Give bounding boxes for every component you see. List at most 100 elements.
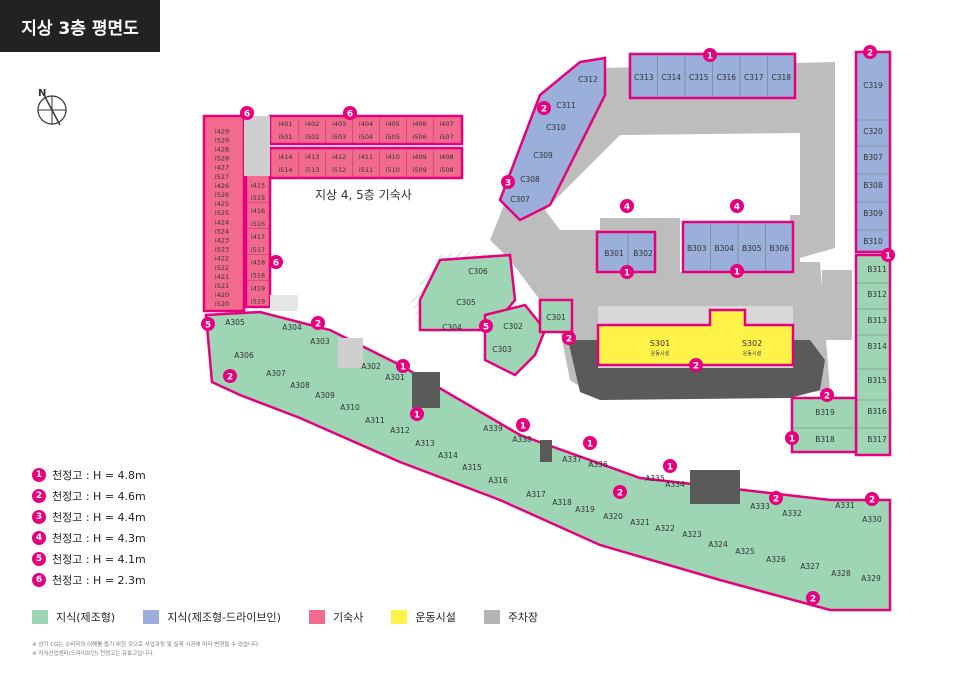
sports-unit-label: S302	[742, 339, 762, 348]
dorm-unit-label: i401	[278, 120, 292, 128]
unit-label: A316	[488, 476, 508, 485]
unit-label: A306	[234, 351, 254, 360]
unit-label: B315	[867, 376, 887, 385]
dorm-unit-label: i527	[215, 173, 229, 181]
unit-label: A305	[225, 318, 245, 327]
ceiling-badge-number: 2	[227, 372, 233, 382]
ceiling-badge-icon	[396, 359, 410, 373]
unit-label: A331	[835, 501, 855, 510]
ceiling-badge-number: 1	[667, 462, 673, 472]
legend-item: 주차장	[483, 609, 539, 625]
unit-label: C307	[510, 195, 530, 204]
unit-label: B312	[867, 290, 887, 299]
legend-label: 주차장	[507, 611, 539, 624]
ceiling-badge-number: 2	[824, 391, 830, 401]
dorm-unit-label: i524	[215, 227, 229, 235]
legend-label: 지식(제조형)	[56, 611, 116, 624]
ceiling-badge-number: 6	[244, 109, 250, 119]
unit-label: A321	[630, 518, 650, 527]
ceiling-height-text: 천정고 : H = 4.3m	[52, 531, 146, 545]
ceiling-badge-icon	[240, 106, 254, 120]
ceiling-badge-number: 2	[617, 488, 623, 498]
unit-label: A329	[861, 574, 881, 583]
unit-label: A301	[385, 373, 405, 382]
dorm-unit-label: i427	[215, 164, 229, 172]
dorm-unit-label: i506	[413, 133, 427, 141]
dorm-unit-label: i417	[251, 233, 265, 241]
unit-label: C320	[863, 127, 883, 136]
ceiling-badge-number: 5	[483, 322, 489, 332]
dorm-unit-label: i403	[332, 120, 346, 128]
legend-item: 기숙사	[308, 609, 363, 625]
ceiling-badge-icon: 2	[32, 488, 46, 503]
legend-swatch	[32, 610, 48, 624]
unit-label: C310	[546, 123, 566, 132]
dorm-unit-label: i518	[251, 272, 265, 280]
unit-label: B311	[867, 265, 887, 274]
ceiling-badge-icon	[663, 459, 677, 473]
ceiling-badge-icon	[730, 264, 744, 278]
legend-swatch	[143, 610, 160, 624]
ceiling-badge-icon	[516, 418, 530, 432]
ceiling-height-text: 천정고 : H = 4.4m	[52, 510, 146, 524]
unit-label: A338	[512, 435, 532, 444]
ceiling-badge-number: 1	[414, 410, 420, 420]
ceiling-badge-number: 1	[624, 268, 630, 278]
dorm-unit-label: i505	[386, 133, 400, 141]
dorm-unit-label: i517	[251, 246, 265, 254]
ceiling-height-text: 천정고 : H = 4.8m	[52, 468, 146, 482]
ceiling-badge-number: 1	[885, 251, 891, 261]
ceiling-height-text: 천정고 : H = 4.6m	[52, 489, 146, 503]
unit-label: C312	[578, 75, 598, 84]
legend-label: 지식(제조형-드라이브인)	[167, 611, 281, 624]
dorm-unit-label: i413	[305, 153, 319, 161]
ceiling-height-list: 1 천정고 : H = 4.8m 2 천정고 : H = 4.6m 3 천정고 : H =…	[32, 464, 146, 590]
ceiling-badge-number: 2	[869, 495, 875, 505]
ceiling-badge-number: 1	[400, 362, 406, 372]
legend-item: 지식(제조형-드라이브인)	[143, 609, 281, 625]
ceiling-badge-number: 1	[707, 51, 713, 61]
ceiling-badge-icon	[583, 436, 597, 450]
ceiling-badge-icon: 1	[32, 467, 46, 482]
unit-label: A307	[266, 369, 286, 378]
ceiling-height-item: 1 천정고 : H = 4.8m	[32, 464, 146, 485]
unit-label: A319	[575, 505, 595, 514]
ceiling-badge-icon	[620, 199, 634, 213]
dorm-unit-label: i526	[215, 191, 229, 199]
unit-label: C305	[456, 298, 476, 307]
ceiling-badge-icon	[223, 369, 237, 383]
unit-label: A326	[766, 555, 786, 564]
legend-item: 지식(제조형)	[32, 609, 115, 625]
unit-label: C308	[520, 175, 540, 184]
ceiling-badge-icon: 6	[32, 572, 46, 587]
dorm-unit-label: i525	[215, 209, 229, 217]
ceiling-badge-number: 2	[773, 494, 779, 504]
dorm-unit-label: i511	[359, 166, 373, 174]
unit-label: A339	[483, 424, 503, 433]
unit-label: A308	[290, 381, 310, 390]
dorm-unit-label: i425	[215, 200, 229, 208]
unit-label: C314	[661, 73, 681, 82]
dorm-unit-label: i501	[278, 133, 292, 141]
dorm-unit-label: i420	[215, 291, 229, 299]
unit-label: B314	[867, 342, 887, 351]
dorm-unit-label: i411	[359, 153, 373, 161]
dorm-unit-label: i529	[215, 136, 229, 144]
ceiling-badge-icon	[730, 199, 744, 213]
unit-label: B305	[742, 244, 762, 253]
ceiling-badge-icon: 3	[32, 509, 46, 524]
unit-label: A314	[438, 451, 458, 460]
unit-label: C303	[492, 345, 512, 354]
unit-label: A312	[390, 426, 410, 435]
unit-label: C309	[533, 151, 553, 160]
ceiling-badge-icon	[613, 485, 627, 499]
ceiling-height-text: 천정고 : H = 2.3m	[52, 573, 146, 587]
dorm-unit-label: i423	[215, 236, 229, 244]
unit-label: B306	[770, 244, 790, 253]
ceiling-badge-icon	[620, 265, 634, 279]
dorm-unit-label: i405	[386, 120, 400, 128]
ceiling-badge-number: 1	[587, 439, 593, 449]
dorm-unit-label: i521	[215, 282, 229, 290]
